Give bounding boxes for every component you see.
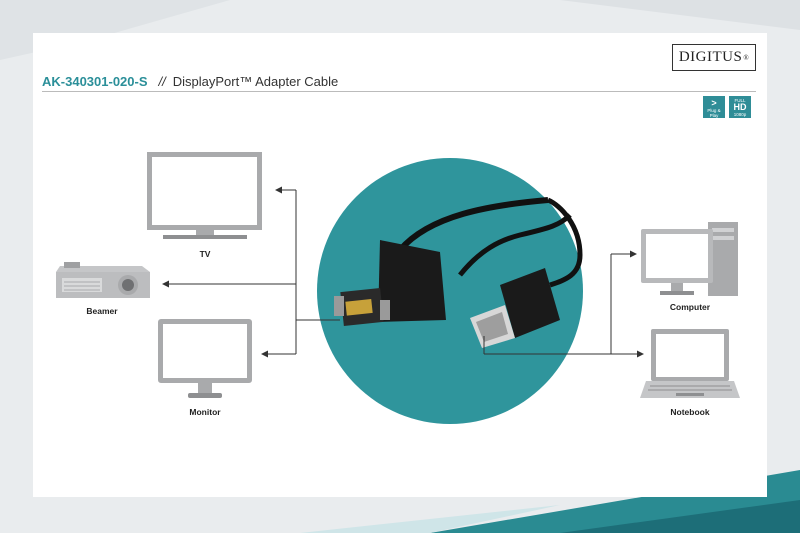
logo-mark: ® bbox=[743, 53, 750, 62]
notebook-icon bbox=[640, 329, 740, 398]
cable-photo bbox=[317, 158, 583, 424]
connection-lines bbox=[162, 186, 644, 358]
title-divider bbox=[42, 91, 756, 92]
notebook-label: Notebook bbox=[670, 407, 710, 417]
tv-label: TV bbox=[199, 249, 211, 259]
monitor-label: Monitor bbox=[189, 407, 221, 417]
product-name: DisplayPort™ Adapter Cable bbox=[172, 74, 339, 89]
displayport-connector-icon bbox=[470, 268, 560, 348]
dvi-connector-icon bbox=[334, 240, 446, 326]
full-hd-line2: HD bbox=[733, 102, 747, 112]
tv-icon bbox=[147, 152, 262, 239]
page-title: AK-340301-020-S // DisplayPort™ Adapter Ca… bbox=[42, 74, 338, 89]
plug-and-play-icon: > Plug & Play bbox=[703, 96, 725, 118]
computer-label: Computer bbox=[669, 302, 711, 312]
digitus-logo: DIGITUS® bbox=[672, 44, 756, 71]
product-sku: AK-340301-020-S bbox=[42, 74, 148, 89]
beamer-icon bbox=[56, 262, 150, 298]
full-hd-line1: FULL bbox=[734, 98, 746, 103]
monitor-icon bbox=[158, 319, 252, 398]
full-hd-line3: 1080p bbox=[733, 112, 747, 117]
full-hd-icon: FULL HD 1080p bbox=[729, 96, 751, 118]
plug-and-play-arrow: > bbox=[711, 98, 717, 108]
beamer-label: Beamer bbox=[86, 306, 118, 316]
plug-and-play-text: Plug & Play bbox=[707, 108, 721, 118]
title-separator: // bbox=[158, 74, 166, 89]
computer-icon bbox=[641, 222, 738, 296]
logo-text: DIGITUS bbox=[678, 49, 743, 65]
